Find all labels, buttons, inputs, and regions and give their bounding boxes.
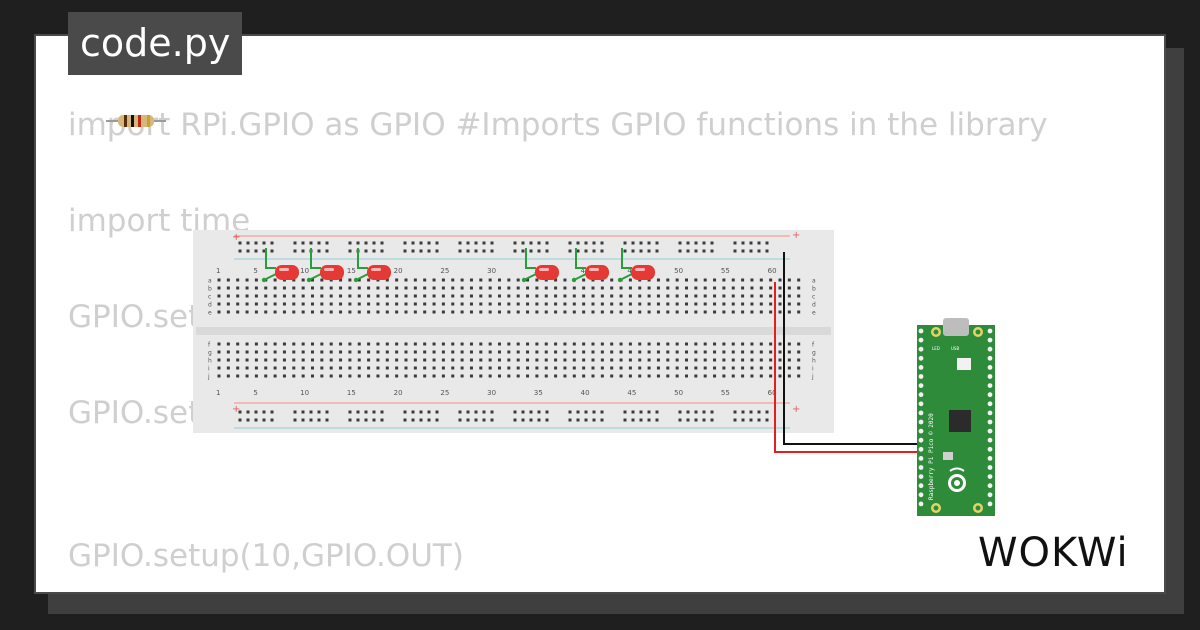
column-number-bottom-55: 55 xyxy=(721,389,730,397)
column-number-bottom-40: 40 xyxy=(581,389,590,397)
led-4[interactable] xyxy=(521,248,559,283)
column-number-bottom-60: 60 xyxy=(768,389,777,397)
row-letter-i: i xyxy=(208,366,210,373)
svg-text:WOKWi: WOKWi xyxy=(978,530,1129,576)
column-number-top-30: 30 xyxy=(487,267,496,275)
column-number-bottom-25: 25 xyxy=(440,389,449,397)
column-number-top-50: 50 xyxy=(674,267,683,275)
resistor-icon[interactable] xyxy=(106,115,166,127)
usb-connector-icon xyxy=(943,318,969,336)
breadboard[interactable]: + + + + 15101520253035404550556015101520… xyxy=(193,230,834,433)
row-letter-e: e xyxy=(208,310,212,317)
column-number-bottom-20: 20 xyxy=(394,389,403,397)
column-number-top-25: 25 xyxy=(440,267,449,275)
column-number-bottom-30: 30 xyxy=(487,389,496,397)
column-number-bottom-50: 50 xyxy=(674,389,683,397)
led-group xyxy=(261,248,655,283)
pico-pins xyxy=(918,327,993,513)
pico-board-label: Raspberry Pi Pico © 2020 xyxy=(928,413,935,500)
column-number-top-10: 10 xyxy=(300,267,309,275)
rail-plus-label: + xyxy=(232,232,240,243)
rail-plus-label-bottom-right: + xyxy=(792,404,800,415)
column-number-bottom-1: 1 xyxy=(216,389,220,397)
code-line-5: GPIO.setup(10,GPIO.OUT) xyxy=(68,538,464,574)
led-2[interactable] xyxy=(306,248,344,283)
column-number-bottom-35: 35 xyxy=(534,389,543,397)
column-number-top-55: 55 xyxy=(721,267,730,275)
row-letter-b: b xyxy=(812,286,816,293)
wokwi-logo: WOKWi xyxy=(978,530,1129,576)
column-number-top-20: 20 xyxy=(394,267,403,275)
raspberry-logo-icon xyxy=(948,467,966,492)
pico-usb-label: USB xyxy=(951,346,959,351)
row-letter-c: c xyxy=(812,294,815,301)
raspberry-pi-pico[interactable]: Raspberry Pi Pico © 2020 USB LED xyxy=(917,318,995,516)
column-number-top-5: 5 xyxy=(253,267,257,275)
row-letter-h: h xyxy=(812,358,816,365)
led-6[interactable] xyxy=(617,248,655,283)
rail-plus-label-bottom: + xyxy=(232,404,240,415)
red-wire[interactable] xyxy=(774,282,922,453)
row-letter-i: i xyxy=(812,366,814,373)
column-number-bottom-15: 15 xyxy=(347,389,356,397)
column-number-bottom-5: 5 xyxy=(253,389,257,397)
black-wire[interactable] xyxy=(783,252,922,445)
row-letter-e: e xyxy=(812,310,816,317)
row-letter-d: d xyxy=(812,302,816,309)
rail-plus-label-right: + xyxy=(792,230,800,241)
breadboard-column-numbers: 1510152025303540455055601510152025303540… xyxy=(216,267,777,397)
code-line-1: import RPi.GPIO as GPIO #Imports GPIO fu… xyxy=(68,107,1048,143)
row-letter-d: d xyxy=(208,302,212,309)
row-letter-j: j xyxy=(811,374,814,381)
file-tab[interactable]: code.py xyxy=(68,12,243,75)
column-number-top-1: 1 xyxy=(216,267,220,275)
row-letter-h: h xyxy=(208,358,212,365)
row-letter-f: f xyxy=(812,342,815,349)
row-letter-a: a xyxy=(812,278,816,285)
led-chip-icon xyxy=(943,452,953,460)
row-letter-a: a xyxy=(208,278,212,285)
column-number-bottom-45: 45 xyxy=(627,389,636,397)
column-number-top-60: 60 xyxy=(768,267,777,275)
row-letter-g: g xyxy=(812,350,816,357)
row-letter-f: f xyxy=(208,342,211,349)
column-number-bottom-10: 10 xyxy=(300,389,309,397)
led-3[interactable] xyxy=(353,248,391,283)
led-1[interactable] xyxy=(261,248,299,283)
chip-icon xyxy=(949,410,971,432)
bootsel-button-icon[interactable] xyxy=(957,358,971,370)
pico-led-label: LED xyxy=(932,346,940,351)
row-letter-b: b xyxy=(208,286,212,293)
row-letter-g: g xyxy=(208,350,212,357)
row-letter-c: c xyxy=(208,294,211,301)
row-letter-j: j xyxy=(207,374,210,381)
breadboard-holes xyxy=(217,241,801,422)
column-number-top-15: 15 xyxy=(347,267,356,275)
led-5[interactable] xyxy=(571,248,609,283)
